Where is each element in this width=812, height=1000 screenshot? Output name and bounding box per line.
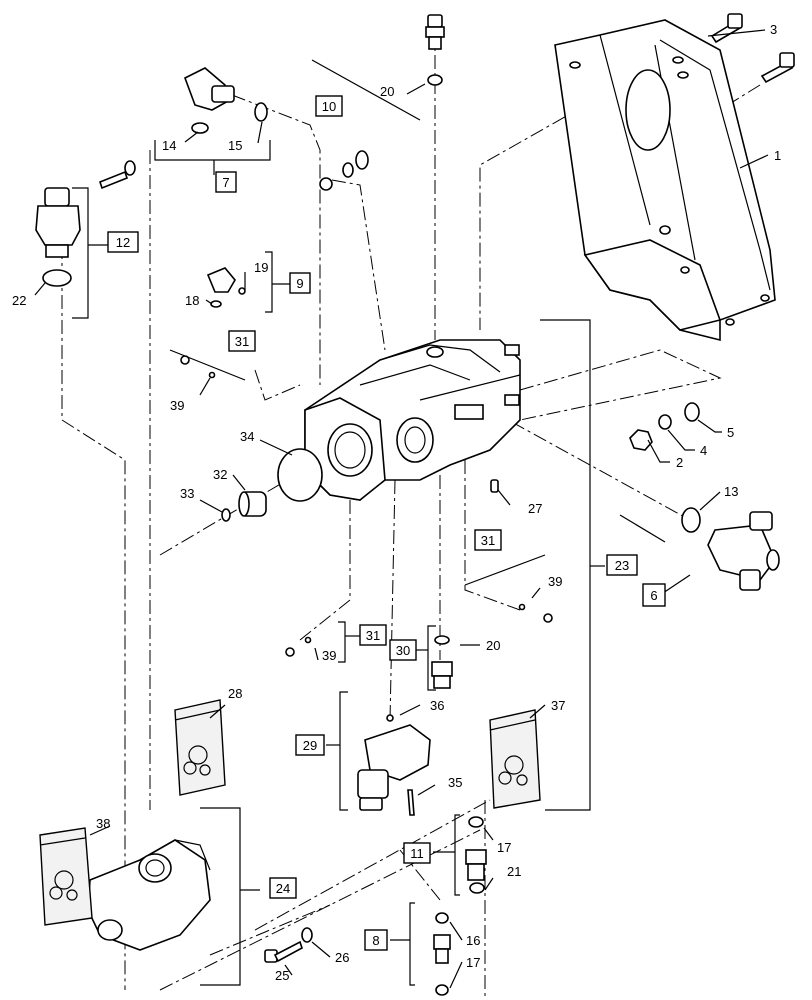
ref-box-30: 30 — [396, 643, 410, 658]
nut-and-washers — [629, 402, 700, 451]
callout-13: 13 — [724, 484, 738, 499]
callout-35: 35 — [448, 775, 462, 790]
bushing-and-ring — [221, 491, 267, 522]
ref-box-9: 9 — [296, 276, 303, 291]
callout-33: 33 — [180, 486, 194, 501]
callout-17-lower: 17 — [466, 955, 480, 970]
parts-bag-28 — [174, 699, 226, 796]
ref-box-23: 23 — [615, 558, 629, 573]
pin — [490, 479, 499, 493]
callout-22: 22 — [12, 293, 26, 308]
plug-top-left — [180, 355, 216, 379]
callout-39-top: 39 — [170, 398, 184, 413]
parts-bag-37 — [489, 709, 541, 809]
auxiliary-pump — [87, 839, 211, 951]
callout-32: 32 — [213, 467, 227, 482]
small-bolt-washers — [99, 150, 369, 191]
mounting-bracket — [554, 19, 776, 342]
callout-14: 14 — [162, 138, 176, 153]
ref-box-7: 7 — [222, 175, 229, 190]
callout-19: 19 — [254, 260, 268, 275]
control-valve — [357, 714, 431, 816]
reference-boxes: 10 7 12 9 31 31 23 6 31 30 29 11 24 8 — [107, 95, 666, 951]
parts-bag-38 — [39, 827, 93, 926]
callout-18: 18 — [185, 293, 199, 308]
callout-37: 37 — [551, 698, 565, 713]
callout-17-upper: 17 — [497, 840, 511, 855]
callout-2: 2 — [676, 455, 683, 470]
tee-fitting — [681, 507, 780, 591]
callout-39-bottom: 39 — [322, 648, 336, 663]
ref-box-6: 6 — [650, 588, 657, 603]
ref-box-31-top: 31 — [235, 334, 249, 349]
callout-25: 25 — [275, 968, 289, 983]
bracket-bolts — [710, 13, 795, 84]
callout-4: 4 — [700, 443, 707, 458]
ref-box-24: 24 — [276, 881, 290, 896]
elbow-fitting — [184, 67, 268, 134]
fitting-8 — [433, 912, 451, 996]
port-plug — [431, 635, 453, 689]
callout-38: 38 — [96, 816, 110, 831]
fitting-11 — [465, 816, 487, 894]
callout-15: 15 — [228, 138, 242, 153]
callout-5: 5 — [727, 425, 734, 440]
callout-20-mid: 20 — [486, 638, 500, 653]
callout-28: 28 — [228, 686, 242, 701]
ref-box-10: 10 — [322, 99, 336, 114]
ref-box-11: 11 — [410, 846, 424, 861]
callout-26: 26 — [335, 950, 349, 965]
callout-20-top: 20 — [380, 84, 394, 99]
ref-box-12: 12 — [116, 235, 130, 250]
ref-box-8: 8 — [372, 933, 379, 948]
callout-36: 36 — [430, 698, 444, 713]
callout-21: 21 — [507, 864, 521, 879]
top-fitting — [425, 14, 445, 86]
bolt-and-washer — [264, 927, 313, 963]
callout-numbers: 1 2 3 4 5 13 14 15 16 17 17 18 19 20 20 … — [12, 22, 781, 983]
small-elbow-fitting — [206, 267, 246, 308]
large-o-ring — [277, 448, 323, 502]
callout-34: 34 — [240, 429, 254, 444]
callout-3: 3 — [770, 22, 777, 37]
main-pump — [304, 339, 521, 501]
straight-fitting — [35, 187, 81, 287]
callout-16: 16 — [466, 933, 480, 948]
ref-box-31-bottom: 31 — [366, 628, 380, 643]
callout-1: 1 — [774, 148, 781, 163]
callout-39-right: 39 — [548, 574, 562, 589]
ref-box-31-right: 31 — [481, 533, 495, 548]
ref-box-29: 29 — [303, 738, 317, 753]
callout-27: 27 — [528, 501, 542, 516]
plugs-lower — [285, 603, 553, 657]
